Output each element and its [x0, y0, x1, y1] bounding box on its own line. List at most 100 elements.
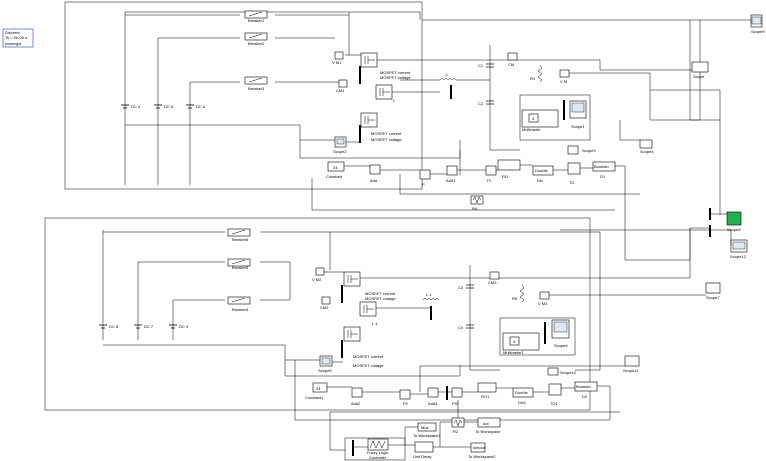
mosfet-top-1[interactable]	[360, 52, 378, 68]
add3-block[interactable]	[427, 387, 439, 398]
powergui-line1: Discrete,	[5, 30, 21, 35]
r5-label: R5	[512, 296, 518, 301]
scope12[interactable]	[730, 239, 748, 253]
breaker-5[interactable]	[227, 258, 251, 267]
breaker-4-label: Breaker4	[232, 307, 249, 312]
add-block[interactable]	[369, 164, 381, 175]
breaker-4[interactable]	[227, 296, 251, 305]
boolean-block[interactable]	[592, 161, 616, 172]
multimeter-top-value: 4	[532, 116, 535, 121]
double1-block[interactable]	[512, 387, 534, 398]
mosfet-top-2[interactable]	[375, 84, 393, 100]
pi2-block[interactable]	[451, 387, 463, 398]
ro1-block[interactable]	[477, 382, 497, 393]
r4-block[interactable]	[470, 195, 484, 205]
constant-block[interactable]	[327, 161, 345, 172]
dc-source-9[interactable]	[169, 324, 177, 329]
p2-gain[interactable]	[399, 389, 411, 400]
capacitor-c2[interactable]	[486, 100, 494, 105]
capacitor-c4[interactable]	[466, 324, 474, 329]
mosfet-top-3[interactable]	[360, 112, 378, 128]
scope5[interactable]	[319, 355, 333, 367]
scope7[interactable]	[705, 282, 721, 294]
breaker-1[interactable]	[244, 10, 268, 19]
current-meter-1[interactable]	[338, 79, 348, 88]
breaker-6[interactable]	[227, 228, 251, 237]
breaker-6-label: Breaker6	[232, 237, 249, 242]
capacitor-c1[interactable]	[486, 63, 494, 68]
scope1[interactable]	[569, 100, 587, 119]
resistor-r5[interactable]	[519, 284, 525, 303]
scope8-label: Scope8	[727, 227, 741, 232]
boolean1-block[interactable]	[574, 381, 598, 392]
voltage-meter-1[interactable]	[334, 51, 344, 60]
scope9[interactable]	[750, 14, 763, 28]
breaker-3[interactable]	[244, 76, 268, 85]
unit-delay[interactable]	[414, 441, 434, 453]
to1-block[interactable]	[548, 383, 562, 396]
breaker-2[interactable]	[244, 32, 268, 41]
add3-label: Add3	[428, 401, 438, 406]
scope11[interactable]	[624, 355, 640, 367]
scope10-label: Scope10	[560, 370, 577, 375]
pi-block[interactable]	[485, 165, 497, 176]
top-frame	[64, 1, 423, 190]
d1-label: D1	[600, 174, 606, 179]
dc-source-4[interactable]	[121, 104, 129, 109]
dc-source-8[interactable]	[99, 324, 107, 329]
pi2-label: PI2	[452, 401, 459, 406]
inductor-top[interactable]	[439, 78, 457, 81]
scope10[interactable]	[547, 367, 559, 376]
top-converter: Breaker1 Breaker2 Breaker3 DC 4 DC 5 DC …	[64, 1, 721, 260]
constant1-block[interactable]	[312, 382, 328, 393]
scope3[interactable]	[567, 145, 579, 155]
scope8-green[interactable]	[726, 211, 742, 226]
inductor-bottom[interactable]	[422, 298, 440, 301]
current-meter-3[interactable]	[489, 271, 500, 280]
scope6[interactable]	[551, 319, 570, 339]
voltage-meter[interactable]	[559, 69, 570, 78]
p-gain[interactable]	[419, 169, 431, 180]
add1-label: Add1	[446, 178, 456, 183]
fuzzy-logic-controller[interactable]	[367, 438, 389, 451]
current-meter-2[interactable]	[321, 296, 331, 305]
voltage-meter-2[interactable]	[315, 267, 325, 276]
dc-source-5[interactable]	[154, 104, 162, 109]
multimeter-bottom[interactable]	[502, 332, 540, 351]
mosfet-bottom-1[interactable]	[343, 271, 361, 287]
dc-source-6[interactable]	[186, 104, 194, 109]
ro-block[interactable]	[497, 159, 521, 171]
scope4-label: Scope4	[640, 149, 654, 154]
c3-label: C3	[458, 285, 464, 290]
right-scopes: Scope9 Scope8 Scope12 Scope7	[560, 14, 765, 300]
dc-4-label: DC 4	[131, 104, 141, 109]
vm3-label: V M3	[538, 301, 548, 306]
scope2[interactable]	[334, 136, 347, 148]
voltage-meter-3[interactable]	[539, 291, 550, 300]
scope9-label: Scope9	[751, 29, 765, 34]
capacitor-c3[interactable]	[466, 284, 474, 289]
scope4[interactable]	[639, 139, 653, 149]
r2-block[interactable]	[451, 417, 465, 428]
add2-label: Add2	[351, 401, 361, 406]
add1-block[interactable]	[446, 165, 458, 176]
bottom-mosfet-current-label: MOSFET current	[365, 291, 396, 296]
resistor-r1[interactable]	[537, 64, 543, 83]
bottom-mosfet3-voltage-label: MOSFET voltage	[353, 363, 384, 368]
to-workspace-1[interactable]	[477, 417, 501, 428]
ro1-label: RO1	[481, 394, 490, 399]
double-block[interactable]	[532, 165, 554, 176]
dc-source-7[interactable]	[134, 324, 142, 329]
double1-label: Double	[515, 390, 528, 395]
to-block[interactable]	[567, 162, 581, 175]
scope-top-right[interactable]	[691, 61, 709, 73]
add2-block[interactable]	[351, 387, 363, 398]
multimeter-top[interactable]	[521, 109, 559, 128]
mosfet-bottom-3[interactable]	[343, 326, 361, 342]
scope-label: Scope	[693, 74, 705, 79]
powergui-block[interactable]: Discrete, Ts = 5e-06 s. powergui	[2, 28, 34, 48]
mosfet-bottom-2[interactable]	[359, 301, 377, 317]
to-workspace-2[interactable]	[470, 442, 486, 453]
current-meter[interactable]	[507, 52, 518, 61]
